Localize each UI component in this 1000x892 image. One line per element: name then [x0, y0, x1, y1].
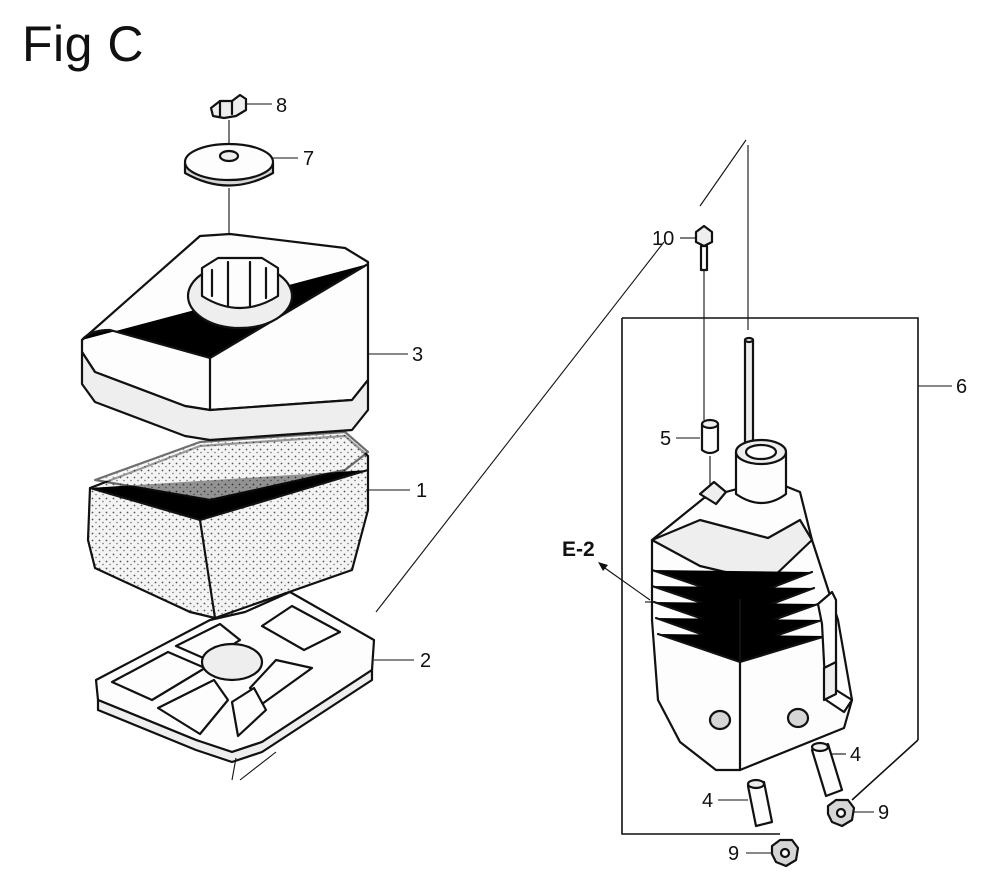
callout-label-4-left: 4 — [702, 790, 713, 812]
collar-part — [700, 418, 720, 486]
nut-part-right — [826, 798, 856, 828]
callout-label-9-right: 9 — [878, 802, 889, 824]
callout-9-left: 9 — [728, 843, 772, 865]
air-cleaner-case-part — [645, 438, 854, 772]
callout-3: 3 — [368, 344, 423, 366]
guide-line-upper — [699, 139, 747, 207]
callout-e2-reference: E-2 — [562, 538, 651, 601]
callout-1: 1 — [366, 480, 427, 502]
callout-9-right: 9 — [854, 802, 889, 824]
callout-label-8: 8 — [276, 95, 287, 117]
callout-4-left: 4 — [702, 790, 748, 812]
callout-label-9-left: 9 — [728, 843, 739, 865]
cover-knob-part — [183, 142, 275, 187]
callout-4-right: 4 — [830, 744, 861, 766]
pin-part-left — [746, 778, 774, 828]
callout-label-5: 5 — [660, 428, 671, 450]
figure-title: Fig C — [22, 16, 144, 72]
callout-5: 5 — [660, 428, 700, 450]
bolt-part — [694, 224, 714, 420]
callout-label-6: 6 — [956, 376, 967, 398]
callout-7: 7 — [273, 148, 314, 170]
callout-label-4-right: 4 — [850, 744, 861, 766]
part-6-bracket — [621, 317, 919, 835]
callout-6: 6 — [918, 376, 967, 398]
guide-line-lower — [375, 241, 665, 613]
wing-nut-part — [209, 93, 248, 120]
callout-label-10: 10 — [652, 228, 674, 250]
stud-part — [743, 336, 755, 450]
callout-8: 8 — [246, 95, 287, 117]
callout-label-1: 1 — [416, 480, 427, 502]
base-grid-part — [94, 590, 376, 781]
air-cleaner-cover-part — [80, 232, 370, 442]
callout-label-7: 7 — [303, 148, 314, 170]
callout-label-e2: E-2 — [562, 538, 595, 561]
pin-part-right — [810, 741, 844, 798]
nut-part-left — [770, 838, 800, 868]
foam-filter-part — [86, 430, 370, 620]
callout-label-2: 2 — [420, 650, 431, 672]
callout-2: 2 — [374, 650, 431, 672]
callout-10: 10 — [652, 228, 696, 250]
callout-label-3: 3 — [412, 344, 423, 366]
